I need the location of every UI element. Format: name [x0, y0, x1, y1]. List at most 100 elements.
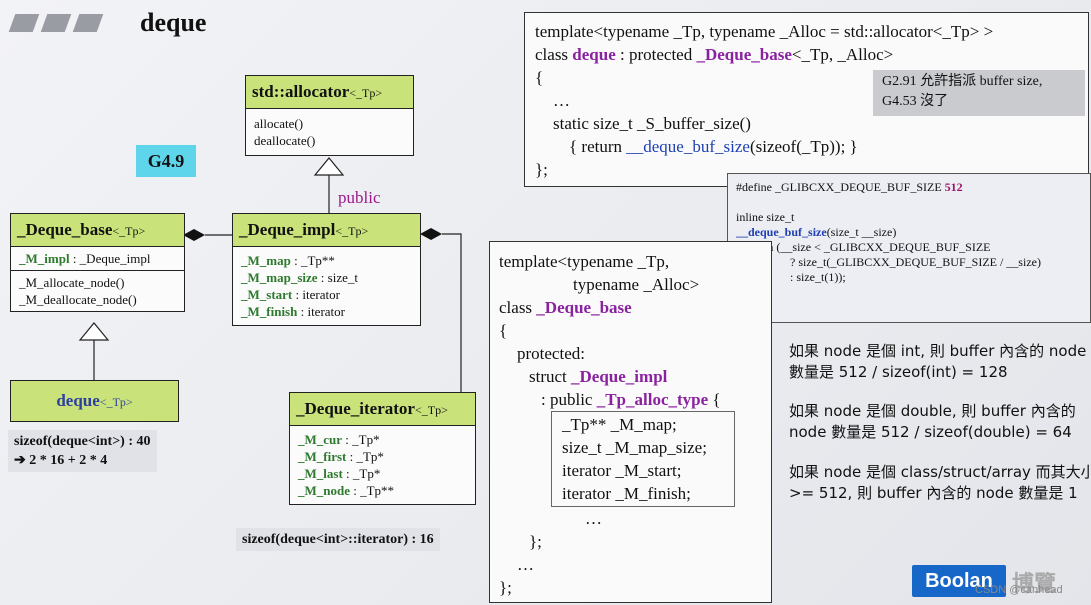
- code-line: size_t _M_map_size;: [562, 438, 707, 457]
- iter-member: _M_last : _Tp*: [298, 465, 467, 482]
- member-name: _M_finish: [241, 304, 298, 319]
- member-name: _M_impl: [19, 251, 70, 266]
- member-name: _M_cur: [298, 432, 343, 447]
- impl-member: _M_map_size : size_t: [241, 269, 412, 286]
- code-line: …: [585, 509, 602, 528]
- allocator-op: deallocate(): [254, 133, 316, 148]
- code-keyword: _Deque_impl: [571, 367, 668, 386]
- code-line: iterator _M_start;: [562, 461, 682, 480]
- member-name: _M_last: [298, 466, 343, 481]
- watermark: CSDN @canhead: [975, 584, 1063, 596]
- code-line: iterator _M_finish;: [562, 484, 691, 503]
- class-deque-tparam: <_Tp>: [99, 395, 133, 409]
- code-keyword: _Deque_base: [536, 298, 632, 317]
- class-allocator: std::allocator<_Tp> allocate() deallocat…: [245, 75, 414, 156]
- code-line: : public _Tp_alloc_type {: [541, 390, 721, 409]
- class-deque-base-name: _Deque_base: [17, 220, 113, 239]
- note-line: G2.91 允許指派 buffer size,: [882, 74, 1043, 89]
- note-class: 如果 node 是個 class/struct/array 而其大小>= 512…: [789, 463, 1091, 502]
- member-type: : size_t: [317, 270, 358, 285]
- member-name: _M_map: [241, 253, 291, 268]
- code-line: }: [736, 285, 1082, 300]
- member-type: : _Deque_impl: [69, 251, 151, 266]
- class-deque-iterator-name: _Deque_iterator: [296, 399, 415, 418]
- class-deque-impl-tparam: <_Tp>: [335, 224, 369, 238]
- member-type: : _Tp*: [342, 432, 380, 447]
- boolan-logo: Boolan: [912, 565, 1006, 597]
- impl-members-box: _Tp** _M_map; size_t _M_map_size; iterat…: [551, 411, 735, 507]
- member-type: : iterator: [297, 304, 345, 319]
- member-type: : _Tp*: [342, 466, 381, 481]
- version-tag: G4.9: [136, 145, 196, 177]
- note-line: G4.53 沒了: [882, 94, 949, 109]
- iter-member: _M_node : _Tp**: [298, 482, 467, 499]
- boolan-cn-logo: 博覽: [1012, 571, 1057, 596]
- code-line: ? size_t(_GLIBCXX_DEQUE_BUF_SIZE / __siz…: [790, 255, 1041, 269]
- buffer-size-value: 512: [944, 180, 963, 194]
- iter-member: _M_cur : _Tp*: [298, 431, 467, 448]
- iter-member: _M_first : _Tp*: [298, 448, 467, 465]
- code-line: struct _Deque_impl: [529, 367, 668, 386]
- code-keyword: _Deque_base: [696, 45, 792, 64]
- public-label: public: [338, 188, 381, 207]
- impl-member: _M_start : iterator: [241, 286, 412, 303]
- impl-member: _M_map : _Tp**: [241, 252, 412, 269]
- class-deque-base: _Deque_base<_Tp> _M_impl : _Deque_impl _…: [10, 213, 185, 312]
- code-line: class _Deque_base: [499, 298, 632, 317]
- class-deque-name: deque: [56, 391, 100, 410]
- code-line: { return __deque_buf_size(sizeof(_Tp)); …: [569, 137, 858, 156]
- code-keyword: deque: [572, 45, 616, 64]
- member-name: _M_map_size: [241, 270, 318, 285]
- code-line: };: [529, 532, 542, 551]
- class-allocator-tparam: <_Tp>: [349, 86, 383, 100]
- code-function: __deque_buf_size: [736, 225, 827, 239]
- code-line: #define _GLIBCXX_DEQUE_BUF_SIZE 512: [736, 180, 963, 194]
- member-type: : _Tp*: [346, 449, 384, 464]
- code-line: inline size_t: [736, 210, 795, 224]
- allocator-op: allocate(): [254, 116, 304, 131]
- member-name: _M_first: [298, 449, 347, 464]
- class-deque-iterator-tparam: <_Tp>: [414, 403, 448, 417]
- sizeof-deque-line: sizeof(deque<int>) : 40: [14, 434, 151, 449]
- sizeof-iterator: sizeof(deque<int>::iterator) : 16: [236, 528, 440, 551]
- code-line: __deque_buf_size(size_t __size): [736, 225, 897, 239]
- code-line: {: [535, 68, 544, 87]
- code-line: { return (__size < _GLIBCXX_DEQUE_BUF_SI…: [736, 240, 991, 254]
- code-line: typename _Alloc>: [573, 275, 700, 294]
- code-line: {: [499, 321, 508, 340]
- member-name: _M_node: [298, 483, 350, 498]
- member-type: : iterator: [292, 287, 340, 302]
- sizeof-deque: sizeof(deque<int>) : 40 ➔ 2 * 16 + 2 * 4: [8, 430, 157, 472]
- member-name: _M_start: [241, 287, 293, 302]
- class-deque-iterator: _Deque_iterator<_Tp> _M_cur : _Tp* _M_fi…: [289, 392, 476, 505]
- code-line: _Tp** _M_map;: [562, 415, 677, 434]
- code-deque-base: template<typename _Tp, typename _Alloc> …: [489, 241, 772, 603]
- code-line: : size_t(1));: [790, 270, 846, 284]
- code-line: …: [517, 555, 534, 574]
- member-type: : _Tp**: [290, 253, 335, 268]
- deque-base-op: _M_deallocate_node(): [19, 292, 137, 307]
- code-define-box: #define _GLIBCXX_DEQUE_BUF_SIZE 512 inli…: [727, 173, 1091, 323]
- code-line: …: [553, 91, 570, 110]
- class-allocator-name: std::allocator: [252, 82, 350, 101]
- class-deque-impl-name: _Deque_impl: [239, 220, 336, 239]
- code-keyword: _Tp_alloc_type: [596, 390, 709, 409]
- sizeof-deque-calc: ➔ 2 * 16 + 2 * 4: [14, 453, 108, 468]
- code-line: template<typename _Tp, typename _Alloc =…: [535, 22, 994, 41]
- impl-member: _M_finish : iterator: [241, 303, 412, 320]
- code-line: };: [535, 160, 548, 179]
- class-deque: deque<_Tp>: [10, 380, 179, 422]
- class-deque-base-tparam: <_Tp>: [112, 224, 146, 238]
- version-note: G2.91 允許指派 buffer size, G4.53 沒了: [873, 70, 1085, 116]
- code-function: __deque_buf_size: [626, 137, 750, 156]
- code-line: class deque : protected _Deque_base<_Tp,…: [535, 45, 894, 64]
- member-type: : _Tp**: [350, 483, 395, 498]
- page-title: deque: [140, 8, 207, 37]
- deque-base-op: _M_allocate_node(): [19, 275, 125, 290]
- class-deque-impl: _Deque_impl<_Tp> _M_map : _Tp** _M_map_s…: [232, 213, 421, 326]
- code-line: static size_t _S_buffer_size(): [553, 114, 751, 133]
- code-line: template<typename _Tp,: [499, 252, 670, 271]
